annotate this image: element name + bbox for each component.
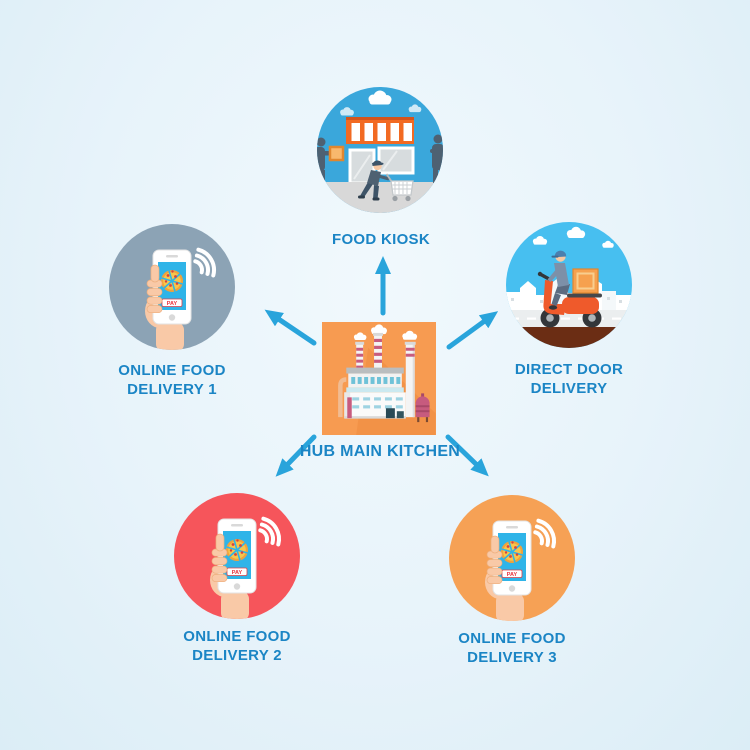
node-online-food-delivery-2: PAY <box>174 493 300 619</box>
label-line: DIRECT DOOR <box>514 361 624 378</box>
label-line: ONLINE FOOD <box>183 628 291 645</box>
pay-button-label: PAY <box>507 572 518 578</box>
node-online-food-delivery-1: PAY <box>109 224 235 350</box>
arrow-lower-right-icon <box>445 434 489 477</box>
label-line: FOOD KIOSK <box>331 231 431 248</box>
arrow-lower-left-icon <box>275 434 317 477</box>
node-direct-door-delivery <box>506 222 632 348</box>
node-hub-main-kitchen <box>322 322 436 435</box>
chimneys <box>355 332 416 418</box>
phone-payment-illustration: PAY <box>483 518 557 621</box>
label-food-kiosk: FOOD KIOSK <box>332 230 430 249</box>
label-online-food-delivery-1: ONLINE FOOD DELIVERY 1 <box>118 361 225 399</box>
phone-payment-illustration: PAY <box>208 516 282 619</box>
shopper-with-cart <box>358 160 414 202</box>
label-direct-door-delivery: DIRECT DOOR DELIVERY <box>515 360 623 398</box>
label-line: DELIVERY 1 <box>127 381 217 398</box>
delivery-scooter-illustration <box>506 226 632 348</box>
label-hub-main-kitchen: HUB MAIN KITCHEN <box>300 442 460 461</box>
node-food-kiosk <box>317 87 443 213</box>
phone-payment-illustration: PAY <box>143 247 217 350</box>
label-online-food-delivery-2: ONLINE FOOD DELIVERY 2 <box>183 627 290 665</box>
label-line: ONLINE FOOD <box>118 362 226 379</box>
scooter-and-rider <box>537 250 602 328</box>
label-online-food-delivery-3: ONLINE FOOD DELIVERY 3 <box>458 629 565 667</box>
label-line: HUB MAIN KITCHEN <box>299 443 461 460</box>
food-kiosk-illustration <box>317 90 443 213</box>
pay-button-label: PAY <box>232 570 243 576</box>
arrow-upper-left-icon <box>264 309 317 346</box>
pay-button-label: PAY <box>167 301 178 307</box>
factory-kitchen-illustration <box>338 324 436 435</box>
label-line: DELIVERY 2 <box>192 647 282 664</box>
arrow-upper-right-icon <box>446 311 499 350</box>
node-online-food-delivery-3: PAY <box>449 495 575 621</box>
label-line: DELIVERY <box>530 380 608 397</box>
label-line: ONLINE FOOD <box>458 630 566 647</box>
label-line: DELIVERY 3 <box>467 649 557 666</box>
storage-tank <box>415 393 430 423</box>
